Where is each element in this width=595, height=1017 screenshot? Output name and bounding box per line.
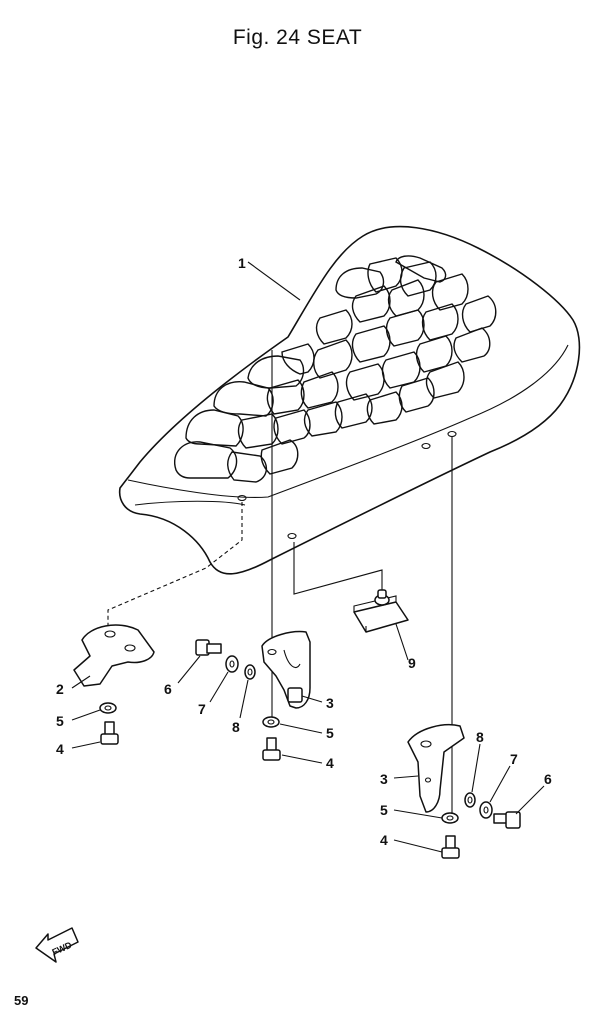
rubber-damper-9[interactable] <box>353 589 409 633</box>
seat-assembly[interactable] <box>118 225 581 575</box>
callout-8: 8 <box>476 729 484 745</box>
front-bracket[interactable] <box>73 624 155 687</box>
washer-5-right[interactable] <box>441 812 459 824</box>
bolt-6-left[interactable] <box>195 639 222 656</box>
callout-3: 3 <box>326 695 334 711</box>
washer-7-left[interactable] <box>225 655 239 673</box>
callout-2: 2 <box>56 681 64 697</box>
callout-leaders <box>71 261 545 853</box>
washer-5-left[interactable] <box>99 702 117 714</box>
seat-rim <box>127 344 569 498</box>
callout-8: 8 <box>232 719 240 735</box>
seat-hole <box>237 494 247 502</box>
callout-labels: 1 2 5 4 6 7 8 3 5 4 9 3 5 4 8 7 6 <box>56 255 552 848</box>
seat-hole <box>421 442 431 450</box>
callout-7: 7 <box>198 701 206 717</box>
callout-4: 4 <box>380 832 388 848</box>
seat-hole <box>447 430 457 438</box>
side-bracket-right[interactable] <box>407 724 465 813</box>
callout-5: 5 <box>380 802 388 818</box>
assembly-lines <box>107 350 453 820</box>
callout-5: 5 <box>56 713 64 729</box>
page-number: 59 <box>14 993 29 1008</box>
figure-title: Fig. 24 SEAT <box>232 26 363 49</box>
bolt-4-right[interactable] <box>441 835 460 859</box>
spring-washer-8-right[interactable] <box>464 792 476 808</box>
washer-5-center[interactable] <box>262 716 280 728</box>
callout-6: 6 <box>164 681 172 697</box>
seat-body-outline <box>118 225 581 575</box>
callout-9: 9 <box>408 655 416 671</box>
seat-rim-inner <box>134 500 246 506</box>
callout-3: 3 <box>380 771 388 787</box>
seat-hole <box>287 532 297 540</box>
callout-4: 4 <box>326 755 334 771</box>
callout-7: 7 <box>510 751 518 767</box>
bolt-4-center[interactable] <box>262 737 281 761</box>
callout-4: 4 <box>56 741 64 757</box>
callout-1: 1 <box>238 255 246 271</box>
fwd-arrow-icon: FWD <box>35 927 79 963</box>
bolt-4-left[interactable] <box>100 721 119 745</box>
seat-quilted-pad <box>173 255 497 483</box>
side-bracket-center[interactable] <box>261 630 311 709</box>
callout-6: 6 <box>544 771 552 787</box>
spring-washer-8-left[interactable] <box>244 664 256 680</box>
bolt-6-right[interactable] <box>493 811 521 829</box>
callout-5: 5 <box>326 725 334 741</box>
washer-7-right[interactable] <box>479 801 493 819</box>
